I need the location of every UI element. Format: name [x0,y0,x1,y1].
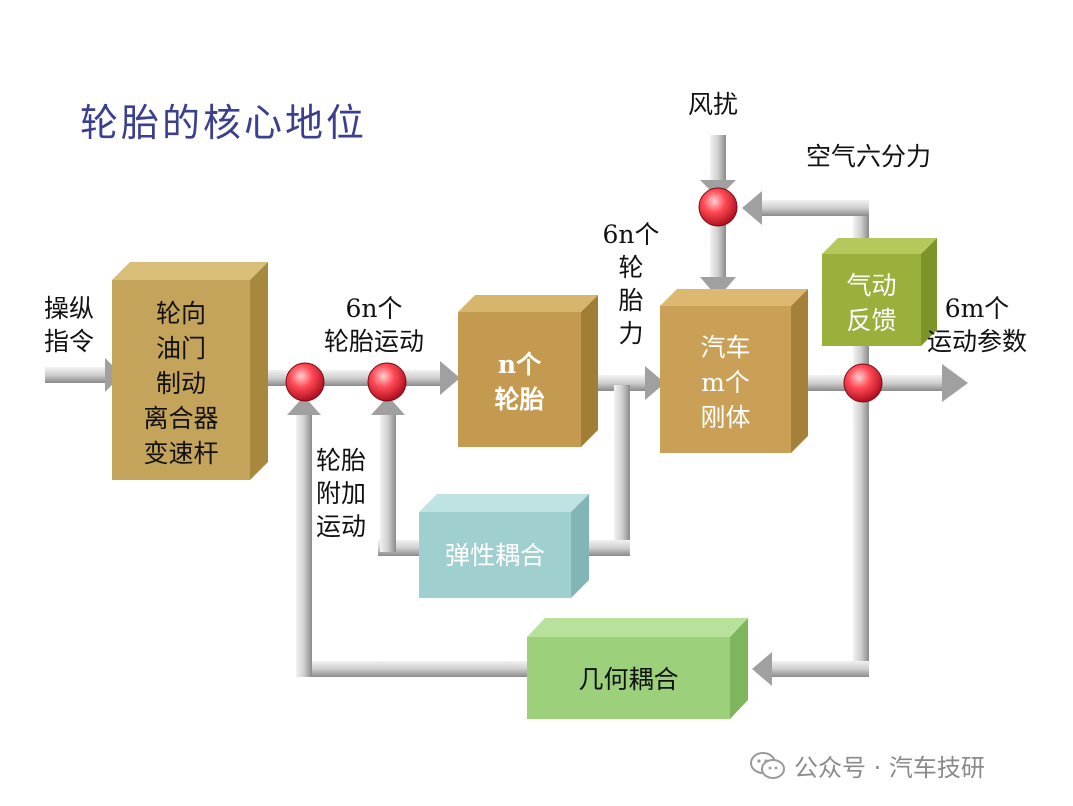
arrow-command-in [45,358,122,392]
arrow-elastic-to-junction2 [371,396,423,556]
junction-3 [698,187,738,227]
box-vehicle [660,289,808,453]
operator-command-label: 操纵 指令 [44,294,95,356]
wind-disturbance-label: 风扰 [688,90,739,119]
arrow-geometric-to-junction1 [287,396,531,677]
tire-force-label: 6n个 轮 胎 力 [602,220,660,348]
footer-text: 公众号 · 汽车技研 [794,754,985,782]
junctions [285,187,883,403]
controls-box-label: 轮向 油门 制动 离合器 变速杆 [143,299,219,468]
box-geometric-coupling [527,618,748,719]
page-title: 轮胎的核心地位 [80,101,368,145]
geometric-coupling-box-label: 几何耦合 [578,665,679,694]
aero-feedback-box-label: 气动 反馈 [846,271,897,335]
box-aero-feedback [822,238,937,346]
arrow-output-to-geometric [752,385,869,686]
box-elastic-coupling [419,494,589,598]
vehicle-box-label: 汽车 m个 刚体 [700,333,751,432]
tire-additional-motion-label: 轮胎 附加 运动 [316,446,367,541]
wechat-icon [750,751,786,781]
footer-watermark: 公众号 · 汽车技研 [750,748,985,783]
junction-2 [367,362,407,402]
tire-motion-label: 6n个 轮胎运动 [323,294,424,356]
arrow-tires-to-vehicle [582,366,665,400]
aero-six-force-label: 空气六分力 [806,142,932,171]
tires-box-label: n个 轮胎 [494,350,545,414]
arrow-vehicle-out [805,364,968,402]
motion-params-label: 6m个 运动参数 [926,294,1027,356]
arrow-junction3-to-vehicle [700,225,736,298]
elastic-coupling-box-label: 弹性耦合 [444,541,545,570]
junction-1 [285,362,325,402]
junction-4 [843,363,883,403]
box-controls [112,262,268,480]
box-tires [458,295,598,447]
